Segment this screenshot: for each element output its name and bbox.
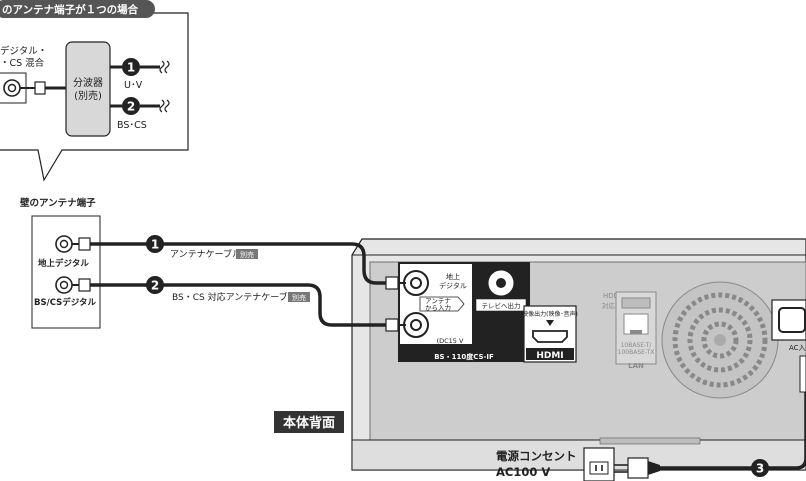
output-1-label: U･V: [124, 80, 143, 91]
recorder-rear-panel: 地上 デジタル アンテナ から入力 (DC15 V 最大4 W) テレビへ出力 …: [274, 238, 806, 471]
marker-1-circle: [122, 58, 140, 76]
ac-inlet-icon: [778, 307, 806, 333]
source-label-line2: ・CS 混合: [0, 57, 45, 69]
rear-label: 本体背面: [283, 415, 335, 431]
hdd-label: HDD: [603, 292, 619, 300]
usb-port-icon: [621, 297, 651, 309]
power-spec-2: 最大4 W): [436, 344, 464, 353]
antenna-in-label: アンテナ: [425, 297, 451, 305]
splitter-label: 分波器: [73, 76, 103, 89]
outlet-label: 電源コンセント: [496, 449, 577, 463]
cable-cut-icon: [159, 99, 170, 113]
callout-banner-text: のアンテナ端子が１つの場合: [2, 3, 139, 16]
antenna-cable-2: 2 BS・CS 対応アンテナケーブル 別売: [90, 276, 406, 332]
callout-banner: [0, 0, 155, 18]
callout-box: のアンテナ端子が１つの場合 デジタル・ ・CS 混合 分波器 (別売) 1 U･…: [0, 0, 189, 182]
hdmi-port-icon: [532, 330, 568, 343]
antenna-in-label-2: から入力: [425, 303, 451, 312]
terrestrial-in-label: 地上: [446, 272, 460, 281]
terrestrial-jack-icon: [55, 235, 91, 253]
cable-2-label: BS・CS 対応アンテナケーブル: [172, 291, 297, 303]
cable-1-marker-circle: [146, 235, 164, 253]
marker-2-circle: [122, 97, 140, 115]
wall-antenna-plate: 壁のアンテナ端子 地上デジタル BS/CSデジタル: [20, 197, 101, 329]
terrestrial-label: 地上デジタル: [38, 258, 89, 269]
output-2-label: BS･CS: [117, 120, 147, 131]
cable-2-marker-circle: [146, 276, 164, 294]
lan-label: LAN: [628, 362, 644, 370]
cable-1-badge: 別売: [240, 250, 254, 259]
bscs-jack-icon: [55, 276, 91, 294]
power-section: 電源コンセント AC100 V 3: [496, 355, 806, 481]
bs-band-label: BS・110度CS-IF: [434, 352, 494, 361]
source-label-line1: デジタル・: [0, 45, 47, 57]
cord-marker: 3: [756, 462, 764, 476]
power-spec-1: (DC15 V: [437, 337, 464, 345]
hdmi-caption: 映像出力(映像･音声): [522, 310, 578, 318]
lan-spec-1: 10BASE-T/: [621, 342, 653, 349]
cable-2-badge: 別売: [292, 293, 306, 302]
hdd-label-2: 対応: [602, 301, 616, 310]
splitter-box: [65, 41, 111, 137]
fan-vent-icon: [661, 281, 779, 399]
ac-in-label: AC入力: [789, 343, 806, 352]
mixed-antenna-jack-icon: [0, 72, 66, 104]
tv-out-label: テレビへ出力: [482, 301, 521, 310]
rear-label-badge: [274, 411, 344, 433]
outlet-voltage: AC100 V: [496, 465, 550, 479]
output-1-marker: 1: [127, 61, 135, 75]
tv-out-connector: [496, 278, 506, 288]
lan-spec-2: 100BASE-TX: [618, 349, 655, 356]
cable-2-marker: 2: [151, 279, 159, 293]
cable-cut-icon: [159, 60, 170, 74]
hdmi-logo: HDMI: [536, 351, 563, 361]
output-2-marker: 2: [127, 100, 135, 114]
splitter-note: (別売): [74, 89, 102, 102]
terrestrial-in-label-2: デジタル: [439, 281, 467, 290]
bscs-label: BS/CSデジタル: [34, 297, 97, 308]
cable-1-marker: 1: [151, 238, 159, 252]
cable-1-label: アンテナケーブル: [170, 248, 241, 260]
wall-title: 壁のアンテナ端子: [20, 197, 96, 209]
down-arrow-icon: [546, 320, 554, 326]
cord-marker-circle: [751, 459, 769, 477]
power-plug-icon: [614, 457, 660, 479]
antenna-cable-1: 1 アンテナケーブル 別売: [90, 235, 406, 290]
